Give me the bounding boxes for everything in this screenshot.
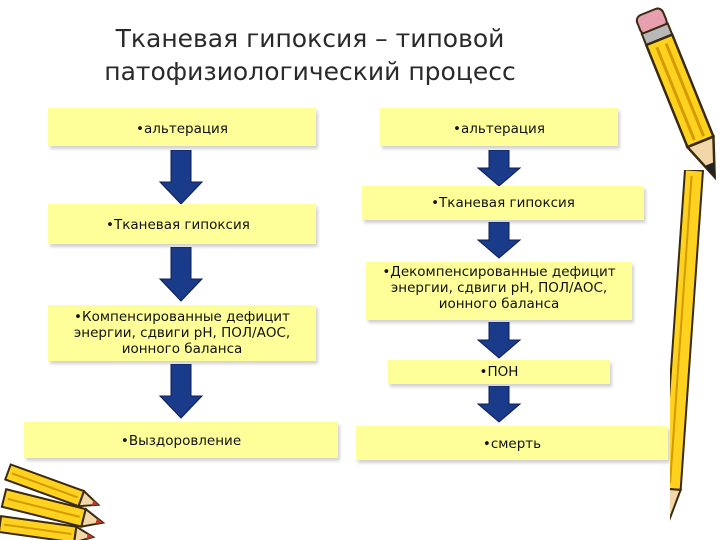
right-box-tissue-hypoxia: •Тканевая гипоксия bbox=[362, 186, 644, 220]
left-box-alteration-label: •альтерация bbox=[136, 121, 228, 137]
arrow-down-icon bbox=[158, 364, 204, 420]
right-box-decompensated-line-1: •Декомпенсированные дефицит bbox=[382, 264, 616, 280]
title-line-2: патофизиологический процесс bbox=[104, 57, 516, 86]
pencils-icon bbox=[0, 452, 120, 540]
arrow-down-icon bbox=[476, 222, 522, 260]
right-box-decompensated: •Декомпенсированные дефицит энергии, сдв… bbox=[366, 262, 632, 320]
left-box-compensated-line-1: •Компенсированные дефицит bbox=[74, 309, 290, 325]
left-box-tissue-hypoxia: •Тканевая гипоксия bbox=[48, 204, 316, 244]
right-box-mof: •ПОН bbox=[388, 360, 610, 384]
right-box-decompensated-line-2: энергии, сдвиги рН, ПОЛ/АОС, bbox=[390, 280, 608, 296]
right-box-death: •смерть bbox=[356, 426, 668, 460]
left-box-compensated-line-3: ионного баланса bbox=[121, 341, 243, 357]
slide-title: Тканевая гипоксия – типовой патофизиолог… bbox=[60, 22, 560, 88]
right-box-decompensated-line-3: ионного баланса bbox=[438, 296, 560, 312]
left-box-tissue-hypoxia-label: •Тканевая гипоксия bbox=[106, 217, 250, 233]
arrow-down-icon bbox=[476, 386, 522, 424]
right-box-death-label: •смерть bbox=[482, 436, 542, 452]
pencil-icon bbox=[670, 170, 720, 530]
right-box-alteration: •альтерация bbox=[380, 108, 618, 146]
arrow-down-icon bbox=[476, 322, 522, 360]
arrow-down-icon bbox=[158, 150, 204, 206]
left-box-recovery-label: •Выздоровление bbox=[120, 433, 242, 449]
right-box-mof-label: •ПОН bbox=[479, 364, 519, 380]
pencil-icon bbox=[590, 0, 720, 200]
left-box-recovery: •Выздоровление bbox=[24, 422, 338, 458]
left-box-alteration: •альтерация bbox=[48, 108, 316, 146]
arrow-down-icon bbox=[476, 150, 522, 188]
title-line-1: Тканевая гипоксия – типовой bbox=[115, 24, 505, 53]
left-box-compensated-line-2: энергии, сдвиги рН, ПОЛ/АОС, bbox=[73, 325, 291, 341]
right-box-alteration-label: •альтерация bbox=[453, 121, 545, 137]
left-box-compensated: •Компенсированные дефицит энергии, сдвиг… bbox=[48, 305, 316, 361]
right-box-tissue-hypoxia-label: •Тканевая гипоксия bbox=[431, 195, 575, 211]
arrow-down-icon bbox=[158, 247, 204, 303]
